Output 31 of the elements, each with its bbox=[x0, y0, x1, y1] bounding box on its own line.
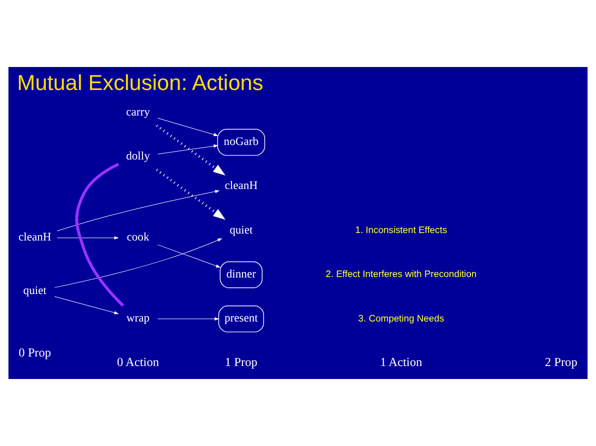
label: 1. Inconsistent Effects bbox=[355, 224, 448, 236]
label: 1 Action bbox=[380, 355, 422, 370]
node-text: cleanH bbox=[224, 179, 258, 192]
diagram-title: Mutual Exclusion: Actions bbox=[17, 70, 264, 96]
node-text: quiet bbox=[230, 223, 253, 236]
label: 3. Competing Needs bbox=[358, 312, 444, 324]
arrow bbox=[157, 118, 218, 136]
arrow bbox=[156, 124, 226, 176]
arrow bbox=[56, 190, 220, 232]
node-box: present bbox=[218, 306, 264, 332]
arrow bbox=[157, 144, 218, 154]
connector bbox=[75, 162, 124, 307]
node-box: noGarb bbox=[217, 128, 266, 156]
arrow bbox=[56, 236, 119, 240]
label: 2. Effect Interferes with Precondition bbox=[326, 268, 477, 280]
node-text: wrap bbox=[126, 312, 150, 325]
label: 0 Action bbox=[117, 355, 160, 370]
node-box: dinner bbox=[220, 261, 263, 288]
arrow bbox=[54, 296, 119, 314]
label: 0 Prop bbox=[18, 346, 52, 360]
arrow bbox=[157, 317, 220, 321]
node-text: quiet bbox=[23, 284, 46, 298]
arrow bbox=[156, 168, 226, 220]
label: 2 Prop bbox=[544, 355, 578, 370]
node-text: cook bbox=[126, 230, 150, 244]
node-text: dolly bbox=[126, 150, 150, 163]
arrow bbox=[157, 244, 221, 268]
node-text: cleanH bbox=[18, 230, 52, 244]
label: 1 Prop bbox=[224, 355, 258, 370]
node-text: carry bbox=[126, 105, 150, 118]
arrow bbox=[54, 238, 222, 288]
